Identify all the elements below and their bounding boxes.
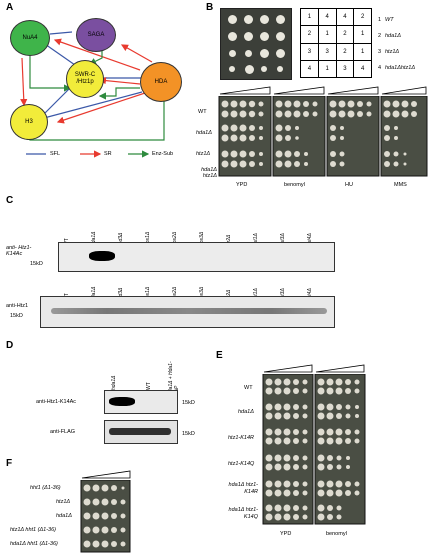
marker-15kd-c-top: 15kD bbox=[30, 261, 43, 267]
row-label-f-hda1-hht1: hda1Δ hht1 (Δ1-36) bbox=[10, 541, 58, 547]
dilution-triangles-e bbox=[263, 364, 365, 373]
panel-label-d: D bbox=[6, 340, 14, 351]
interaction-network-arrows bbox=[20, 31, 165, 141]
node-hda: HDA bbox=[140, 62, 182, 102]
marker-15kd-d-bottom: 15kD bbox=[182, 431, 195, 437]
condition-mms: MMS bbox=[394, 182, 407, 188]
row-label-hda1: hda1Δ bbox=[196, 130, 212, 136]
panel-label-c: C bbox=[6, 195, 14, 206]
panel-label-f: F bbox=[6, 458, 13, 469]
row-label-f-htz1-hht1: htz1Δ hht1 (Δ1-36) bbox=[10, 527, 57, 533]
node-swr-c: SWR-C /Htz1p bbox=[66, 60, 104, 98]
condition-e-benomyl: benomyl bbox=[326, 531, 347, 537]
western-blot-d-k14ac bbox=[104, 390, 178, 414]
row-label-e-htz1-k14r: htz1-K14R bbox=[228, 435, 254, 441]
western-blot-d-flag bbox=[104, 420, 178, 444]
panel-label-e: E bbox=[216, 350, 223, 361]
row-label-wt: WT bbox=[198, 109, 207, 115]
lane-label-d-wt: WT bbox=[146, 382, 152, 390]
legend-swatches bbox=[26, 150, 150, 158]
western-blot-htz1-k14ac bbox=[58, 242, 335, 272]
row-label-f-hht1: hht1 (Δ1-36) bbox=[30, 485, 61, 491]
condition-ypd: YPD bbox=[236, 182, 248, 188]
western-blot-htz1 bbox=[40, 296, 335, 328]
panel-label-a: A bbox=[6, 2, 14, 13]
condition-e-ypd: YPD bbox=[280, 531, 292, 537]
dilution-triangle-f bbox=[81, 470, 131, 479]
legend-sfl: SFL bbox=[50, 151, 61, 157]
row-label-e-wt: WT bbox=[244, 385, 253, 391]
panel-label-b: B bbox=[206, 2, 214, 13]
lane-label-d-hda1: hda1Δ bbox=[111, 375, 117, 390]
row-label-e-hda1: hda1Δ bbox=[238, 409, 254, 415]
spot-assay-plates-b bbox=[218, 96, 428, 177]
legend-enz-sub: Enz-Sub bbox=[152, 151, 174, 157]
marker-15kd-d-top: 15kD bbox=[182, 400, 195, 406]
node-nua4: NuA4 bbox=[10, 20, 50, 56]
row-label-htz1: htz1Δ bbox=[196, 151, 211, 157]
marker-15kd-c-bottom: 15kD bbox=[10, 313, 23, 319]
blot-label-htz1-k14ac: anti- Htz1-K14Ac bbox=[6, 245, 32, 257]
row-label-f-htz1: htz1Δ bbox=[56, 499, 71, 505]
condition-hu: HU bbox=[345, 182, 353, 188]
tetrad-plate bbox=[220, 8, 292, 80]
blot-label-d-flag: anti-FLAG bbox=[50, 429, 76, 435]
legend-sr: SR bbox=[104, 151, 112, 157]
row-label-e-hda1-k14r: hda1Δ htz1-K14R bbox=[228, 482, 258, 495]
blot-label-d-k14ac: anti-Htz1-K14Ac bbox=[36, 399, 77, 405]
node-saga: SAGA bbox=[76, 18, 116, 52]
row-label-e-hda1-k14q: hda1Δ htz1-K14Q bbox=[228, 507, 258, 520]
spot-assay-plates-e bbox=[262, 374, 366, 525]
blot-label-htz1: anti-Htz1 bbox=[6, 303, 29, 309]
spot-assay-plate-f bbox=[80, 480, 131, 553]
row-label-hda1-htz1: hda1Δ htz1Δ bbox=[201, 167, 217, 179]
row-label-f-hda1: hda1Δ bbox=[56, 513, 72, 519]
node-h3: H3 bbox=[10, 104, 48, 140]
row-label-e-htz1-k14q: htz1-K14Q bbox=[228, 461, 255, 467]
dilution-triangles-b bbox=[219, 86, 427, 95]
condition-benomyl: benomyl bbox=[284, 182, 305, 188]
